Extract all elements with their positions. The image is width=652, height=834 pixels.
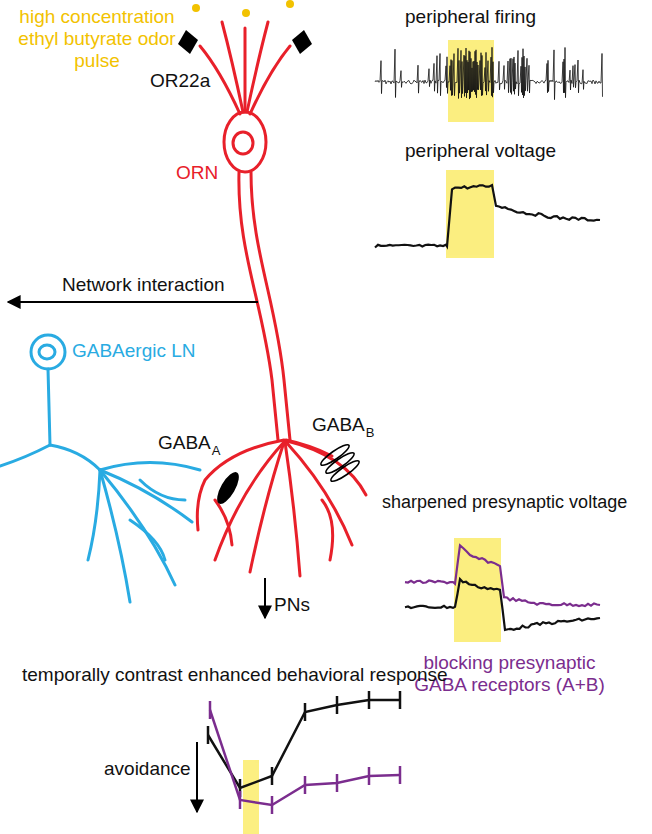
receptor-label: GABA (158, 432, 211, 454)
blocked-presynaptic-trace (405, 545, 600, 606)
blocked-avoidance-series (210, 701, 400, 814)
gaba-b-receptor (319, 442, 361, 484)
receptor-subscript: A (212, 444, 221, 459)
presynaptic-trace (405, 579, 600, 630)
arrow-label: PNs (274, 594, 310, 616)
axis-label: avoidance (104, 758, 191, 780)
receptor-label: OR22a (150, 70, 210, 92)
receptor-label: GABA (312, 414, 365, 436)
gaba-a-receptor (213, 469, 243, 507)
avoidance-arrow (196, 742, 198, 812)
gabaergic-ln (0, 335, 200, 602)
stimulus-label: high concentration ethyl butyrate odor p… (2, 6, 192, 72)
peripheral-voltage-trace (375, 185, 600, 247)
spike-trace (375, 47, 603, 99)
receptor-subscript: B (366, 426, 375, 441)
control-avoidance-series (208, 691, 400, 797)
odorant-receptor (178, 30, 312, 54)
plot-title: temporally contrast enhanced behavioral … (22, 664, 448, 686)
odor-molecules (192, 0, 294, 17)
orn-neuron (197, 22, 366, 576)
cell-label: ORN (176, 162, 218, 184)
trace-title: sharpened presynaptic voltage (382, 492, 627, 513)
trace-title: peripheral firing (405, 6, 536, 28)
trace-title: peripheral voltage (405, 140, 556, 162)
pn-arrow (264, 578, 266, 618)
network-arrow (8, 301, 258, 303)
arrow-label: Network interaction (62, 274, 225, 296)
cell-label: GABAergic LN (72, 340, 196, 362)
